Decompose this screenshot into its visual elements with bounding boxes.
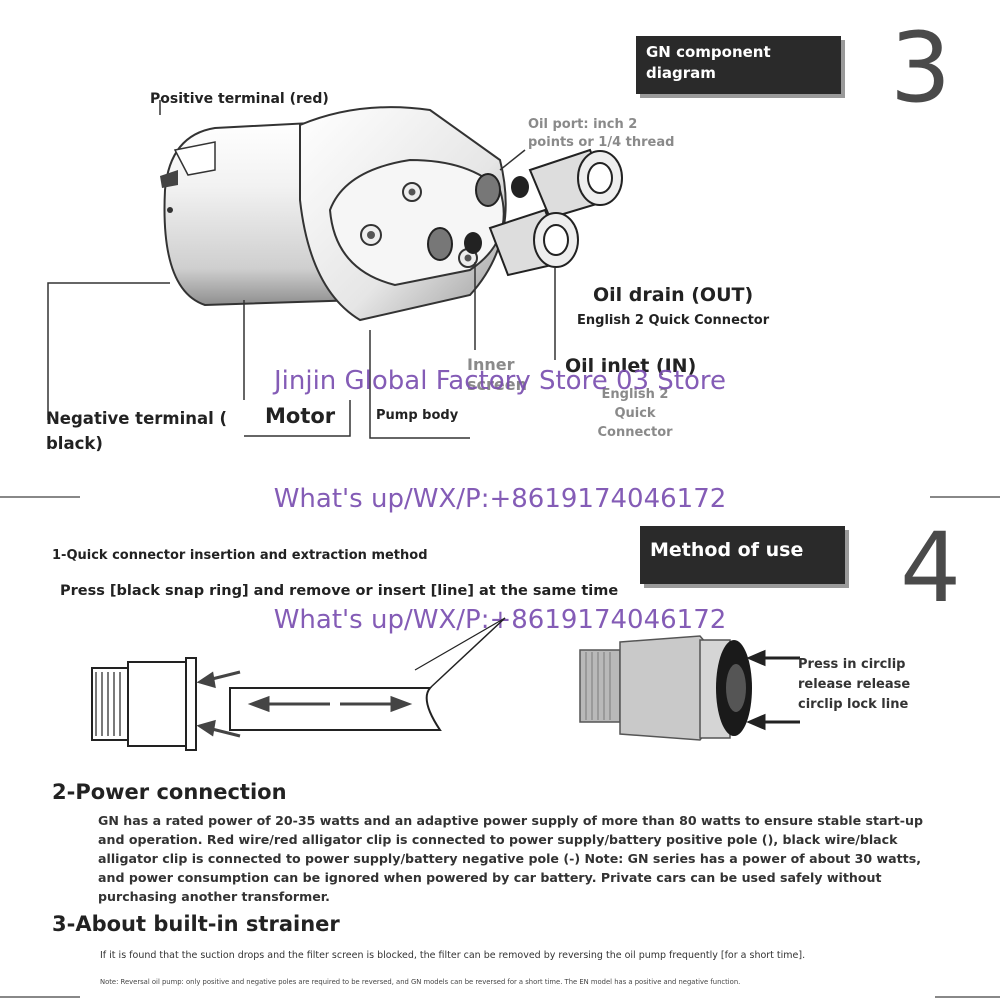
section-number-3: 3 [890,12,952,124]
inner-screen-label: Inner screen [467,355,527,395]
step3-text: If it is found that the suction drops an… [100,950,806,961]
oil-drain-label: Oil drain (OUT) [593,284,754,306]
pump-body-label: Pump body [376,408,459,423]
component-diagram-title-box: GN component diagram [636,36,841,94]
component-diagram-title-line2: diagram [646,64,716,82]
inlet-connector-label-line3: Connector [597,425,673,440]
press-circlip-label-line2: release release [798,677,911,692]
step1-title: 1-Quick connector insertion and extracti… [52,548,428,563]
inner-screen-label-line1: Inner [467,355,515,374]
contact-watermark-1: What's up/WX/P:+8619174046172 [273,484,727,514]
press-circlip-label: Press in circlip release release circlip… [798,655,910,715]
oil-inlet-label: Oil inlet (IN) [565,355,697,377]
step3-note: Note: Reversal oil pump: only positive a… [100,978,741,986]
quick-connector-illustration [91,617,800,751]
step1-instruction: Press [black snap ring] and remove or in… [60,583,619,599]
negative-terminal-label-line2: black) [46,434,103,453]
step3-title: 3-About built-in strainer [52,912,340,936]
section-divider-right [930,496,1000,498]
store-watermark: Jinjin Global Factory Store 03 Store [273,366,727,396]
bottom-divider-right [935,996,1000,998]
component-diagram-title-line1: GN component [646,43,771,61]
contact-watermark-2: What's up/WX/P:+8619174046172 [273,605,727,635]
inner-screen-label-line2: screen [467,375,527,394]
oil-port-label-line2: points or 1/4 thread [528,135,675,150]
press-circlip-label-line1: Press in circlip [798,657,906,672]
negative-terminal-label: Negative terminal ( black) [46,406,227,456]
step2-title: 2-Power connection [52,780,287,804]
oil-port-label: Oil port: inch 2 points or 1/4 thread [528,116,674,152]
pump-component-illustration [47,100,623,439]
inlet-connector-label-line1: English 2 [601,387,669,402]
english-quick-connector-label: English 2 Quick Connector [577,313,770,328]
positive-terminal-label: Positive terminal (red) [150,91,329,107]
inlet-connector-label: English 2 Quick Connector [596,385,674,442]
press-circlip-label-line3: circlip lock line [798,697,909,712]
section-divider-left [0,496,80,498]
negative-terminal-label-line1: Negative terminal ( [46,409,228,428]
inlet-connector-label-line2: Quick [614,406,656,421]
step2-text: GN has a rated power of 20-35 watts and … [98,813,923,904]
method-of-use-title-box: Method of use [640,526,845,584]
motor-label: Motor [265,404,336,428]
section-number-4: 4 [900,512,962,624]
bottom-divider-left [0,996,80,998]
oil-port-label-line1: Oil port: inch 2 [528,117,638,132]
